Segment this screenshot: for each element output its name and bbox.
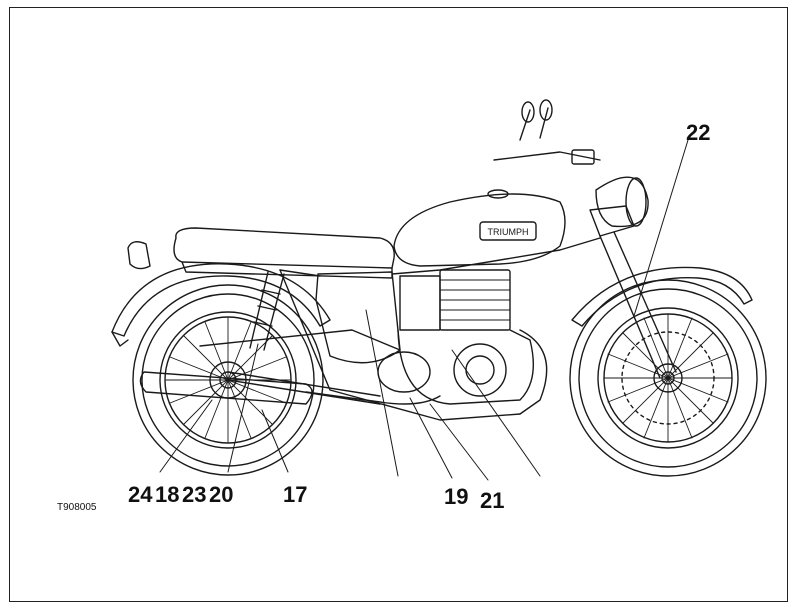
front-wheel (569, 279, 767, 477)
leader-lines (159, 139, 689, 481)
callout-23: 23 (182, 482, 207, 507)
figure-frame (9, 7, 788, 602)
front-forks (599, 231, 677, 379)
callout-24: 24 (128, 482, 153, 507)
rear-mudguard (111, 263, 331, 337)
callout-17: 17 (283, 482, 308, 507)
seat (173, 227, 395, 269)
handlebar (493, 151, 601, 161)
headlight (595, 176, 649, 228)
fuel-tank (393, 193, 566, 267)
callout-22: 22 (686, 120, 711, 145)
engine (377, 269, 535, 405)
tail-light (127, 241, 151, 270)
exhaust (139, 371, 313, 405)
callout-18: 18 (155, 482, 180, 507)
callout-19: 19 (444, 484, 469, 509)
rear-shock (249, 271, 285, 351)
tank-badge: TRIUMPH (488, 227, 529, 237)
callout-20: 20 (209, 482, 234, 507)
figure-code: T908005 (57, 502, 97, 513)
front-mudguard (571, 266, 753, 327)
callout-21: 21 (480, 488, 505, 513)
